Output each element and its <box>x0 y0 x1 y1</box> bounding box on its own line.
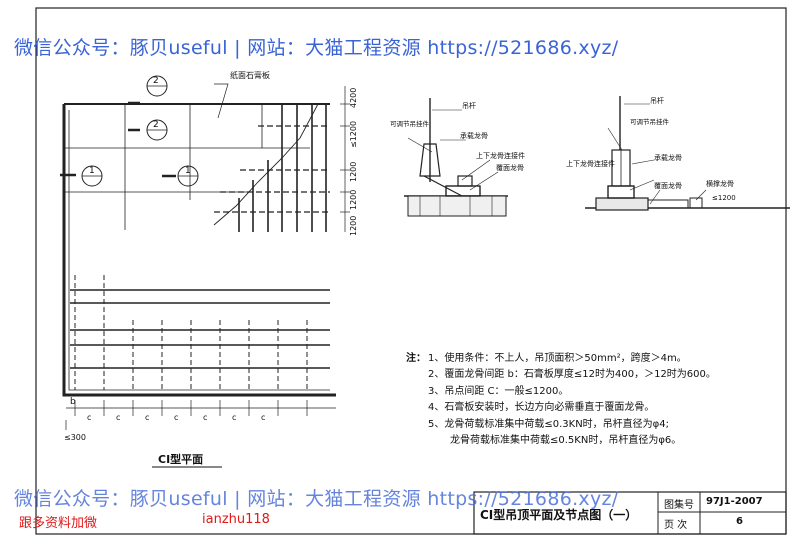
ceiling-plan <box>60 75 350 430</box>
note-row-6: 龙骨荷载标准集中荷载≤0.5KN时，吊杆直径为φ6。 <box>406 433 786 449</box>
detail-2-labels: 吊杆 可调节吊挂件 承载龙骨 上下龙骨连接件 覆面龙骨 横撑龙骨 ≤1200 <box>566 96 736 202</box>
notes-lead: 注： <box>406 353 426 364</box>
spacing-c5: c <box>203 413 207 422</box>
d2-rod: 吊杆 <box>650 96 664 105</box>
d2-spacing: ≤1200 <box>712 194 736 202</box>
d2-carrier: 承载龙骨 <box>654 153 682 162</box>
d2-cover: 覆面龙骨 <box>654 181 682 190</box>
note-row-3: 3、吊点间距 C：一般≤1200。 <box>406 384 786 400</box>
note-2: 2、覆面龙骨间距 b：石膏板厚度≤12时为400，＞12时为600。 <box>428 369 716 381</box>
dim-1200-b: 1200 <box>349 190 358 210</box>
spacing-c2: c <box>116 413 120 422</box>
spacing-c7: c <box>261 413 265 422</box>
spacing-c1: c <box>87 413 91 422</box>
spacing-c3: c <box>145 413 149 422</box>
promo-left: 跟多资料加微 <box>19 516 98 531</box>
page-label: 页 次 <box>664 520 688 531</box>
d1-hanger: 可调节吊挂件 <box>390 119 430 128</box>
dim-le1200: ≤1200 <box>349 121 358 148</box>
page-number: 6 <box>736 516 743 527</box>
d2-connector: 上下龙骨连接件 <box>566 159 615 168</box>
note-row-4: 4、石膏板安装时，长边方向必需垂直于覆面龙骨。 <box>406 400 786 416</box>
spacing-c6: c <box>232 413 236 422</box>
d2-hanger: 可调节吊挂件 <box>630 117 670 126</box>
marker-label-1a: 1 <box>89 166 95 176</box>
d2-brace: 横撑龙骨 <box>706 179 734 188</box>
d1-cover: 覆面龙骨 <box>496 163 524 172</box>
title-block <box>473 491 787 535</box>
atlas-number: 97J1-2007 <box>706 496 763 507</box>
dim-1200-a: 1200 <box>349 162 358 182</box>
detail-1-labels: 吊杆 可调节吊挂件 承载龙骨 上下龙骨连接件 覆面龙骨 <box>390 101 525 172</box>
note-4: 4、石膏板安装时，长边方向必需垂直于覆面龙骨。 <box>428 402 655 414</box>
d1-carrier: 承载龙骨 <box>460 131 488 140</box>
note-3: 3、吊点间距 C：一般≤1200。 <box>428 385 569 397</box>
plan-caption: CⅠ型平面 <box>158 452 203 466</box>
watermark-bottom: 微信公众号：豚贝useful | 网站：大猫工程资源 https://52168… <box>14 488 619 510</box>
atlas-label: 图集号 <box>664 500 694 511</box>
spacing-b: b <box>70 397 76 407</box>
notes-block: 注：1、使用条件：不上人，吊顶面积＞50mm²，跨度＞4m。 2、覆面龙骨间距 … <box>406 351 786 449</box>
d1-connector: 上下龙骨连接件 <box>476 151 525 160</box>
marker-label-2b: 2 <box>153 120 159 130</box>
node-detail-1 <box>404 98 508 217</box>
spacing-c4: c <box>174 413 178 422</box>
note-6: 龙骨荷载标准集中荷载≤0.5KN时，吊杆直径为φ6。 <box>450 435 682 447</box>
plan-labels: 纸面石膏板 2 2 1 1 4200 ≤1200 1200 1200 1200 … <box>64 70 358 466</box>
marker-label-2a: 2 <box>153 76 159 86</box>
dim-4200: 4200 <box>349 88 358 108</box>
note-row-1: 注：1、使用条件：不上人，吊顶面积＞50mm²，跨度＞4m。 <box>406 351 786 367</box>
note-1: 1、使用条件：不上人，吊顶面积＞50mm²，跨度＞4m。 <box>428 353 687 364</box>
board-label: 纸面石膏板 <box>230 70 270 80</box>
note-row-2: 2、覆面龙骨间距 b：石膏板厚度≤12时为400，＞12时为600。 <box>406 367 786 383</box>
note-5: 5、龙骨荷载标准集中荷载≤0.3KN时，吊杆直径为φ4; <box>428 418 670 430</box>
d1-rod: 吊杆 <box>462 101 476 110</box>
sheet-frame <box>35 7 787 535</box>
node-detail-2 <box>585 96 790 211</box>
edge-dim: ≤300 <box>64 433 86 442</box>
promo-right: ianzhu118 <box>202 512 270 527</box>
note-row-5: 5、龙骨荷载标准集中荷载≤0.3KN时，吊杆直径为φ4; <box>406 417 786 433</box>
watermark-top: 微信公众号：豚贝useful | 网站：大猫工程资源 https://52168… <box>14 37 619 59</box>
dim-1200-c: 1200 <box>349 216 358 236</box>
title-block-title: CⅠ型吊顶平面及节点图（一） <box>480 508 638 522</box>
marker-label-1b: 1 <box>185 166 191 176</box>
